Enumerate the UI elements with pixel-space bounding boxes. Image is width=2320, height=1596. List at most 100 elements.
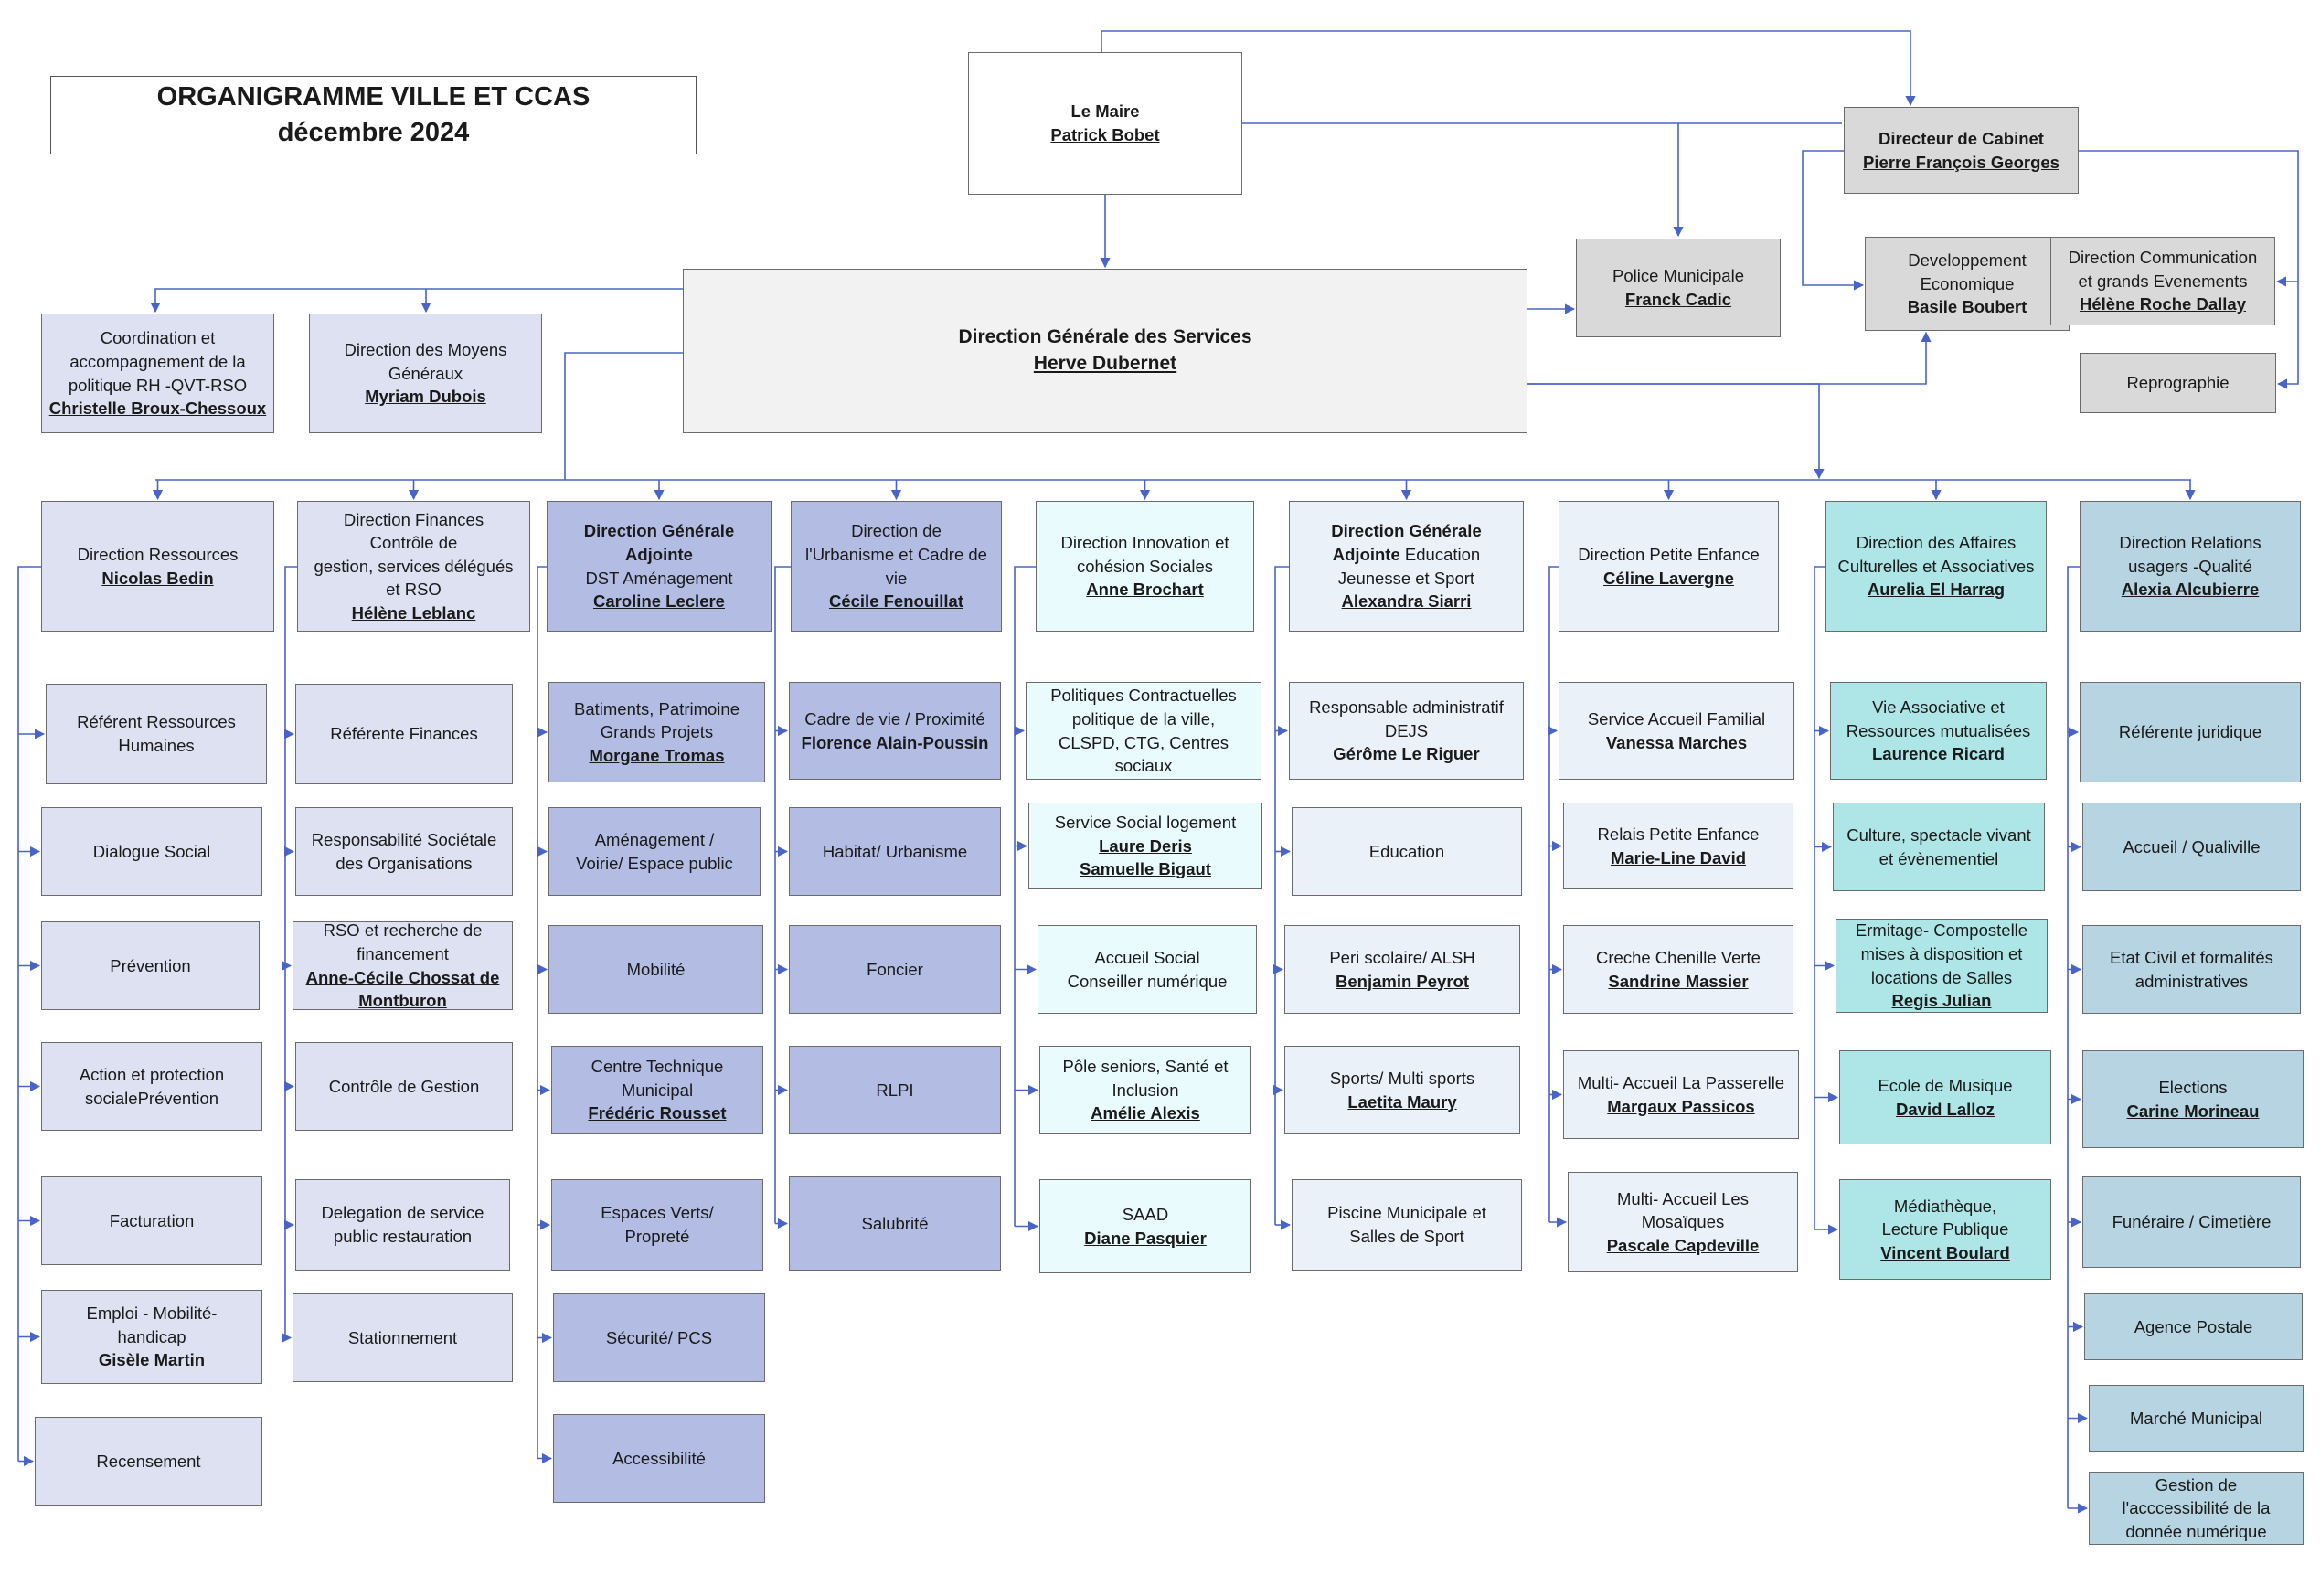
service-title: Multi- Accueil La Passerelle — [1577, 1072, 1785, 1092]
service-person-name: Amélie Alexis — [1091, 1103, 1200, 1123]
service-person-name: Florence Alain-Poussin — [801, 732, 989, 752]
connector-12 — [564, 352, 683, 480]
service-person-name: Regis Julian — [1891, 991, 1992, 1011]
direction-dst-title-bold: Direction Générale Adjointe — [583, 521, 735, 564]
service-person-name: Pascale Capdeville — [1606, 1235, 1760, 1255]
service-title: Batiments, Patrimoine Grands Projets — [574, 698, 740, 742]
direction-relations-usagers-title: Direction Relations usagers -Qualité — [2119, 533, 2261, 576]
service-urbanisme-4-box: RLPI — [789, 1046, 1001, 1134]
service-title: Responsabilité Sociétale des Organisatio… — [311, 829, 497, 873]
communication-name: Hélène Roche Dallay — [2080, 294, 2246, 314]
service-ressources-3-box: Prévention — [41, 921, 260, 1010]
service-education-3-box: Peri scolaire/ ALSH Benjamin Peyrot — [1284, 925, 1520, 1014]
connector-71 — [1814, 566, 1825, 1229]
service-culture-3-box: Ermitage- Compostelle mises à dispositio… — [1836, 919, 2048, 1013]
service-person-name: Benjamin Peyrot — [1336, 971, 1469, 991]
maire-box: Le Maire Patrick Bobet — [968, 52, 1242, 195]
service-relations-usagers-2-box: Accueil / Qualiville — [2082, 803, 2301, 891]
service-title: Contrôle de Gestion — [328, 1076, 480, 1096]
service-ressources-5-box: Facturation — [41, 1176, 262, 1265]
dgs-name: Herve Dubernet — [1033, 353, 1177, 374]
service-title: Accueil / Qualiville — [2123, 836, 2261, 857]
service-title: Espaces Verts/ Propreté — [601, 1203, 714, 1246]
service-culture-1-box: Vie Associative et Ressources mutualisée… — [1830, 682, 2047, 780]
service-title: RSO et recherche de financement — [323, 920, 483, 963]
service-finances-5-box: Delegation de service public restauratio… — [295, 1179, 510, 1271]
direction-education-title-bold: Direction Générale Adjointe — [1331, 521, 1482, 564]
cabinet-title: Directeur de Cabinet — [1878, 128, 2044, 148]
service-dst-7-box: Accessibilité — [553, 1414, 765, 1503]
service-title: Recensement — [96, 1451, 201, 1471]
direction-education-title-rest: Education Jeunesse et Sport — [1337, 544, 1481, 588]
direction-innovation-title: Direction Innovation et cohésion Sociale… — [1060, 533, 1229, 576]
maire-title: Le Maire — [1070, 101, 1140, 122]
chart-title-date: décembre 2024 — [277, 118, 470, 147]
dev-eco-title: Developpement Economique — [1908, 250, 2027, 293]
moyens-name: Myriam Dubois — [365, 387, 486, 407]
service-title: Accueil Social Conseiller numérique — [1067, 947, 1228, 991]
cabinet-name: Pierre François Georges — [1863, 152, 2059, 172]
direction-dst-name: Caroline Leclere — [593, 591, 725, 612]
service-finances-6-box: Stationnement — [293, 1293, 513, 1382]
service-ressources-1-box: Référent Ressources Humaines — [46, 684, 267, 784]
service-title: Salubrité — [861, 1213, 929, 1233]
service-person-name: Morgane Tromas — [589, 745, 725, 765]
service-title: Foncier — [867, 959, 923, 979]
service-person-name: Laure Deris Samuelle Bigaut — [1080, 835, 1211, 879]
connector-10 — [150, 288, 683, 314]
service-person-name: Diane Pasquier — [1084, 1228, 1207, 1248]
service-person-name: Vanessa Marches — [1605, 732, 1748, 752]
service-education-2-box: Education — [1292, 807, 1522, 896]
service-person-name: Frédéric Rousset — [588, 1103, 727, 1123]
service-ressources-7-box: Recensement — [35, 1417, 262, 1506]
service-dst-6-box: Sécurité/ PCS — [553, 1293, 765, 1382]
service-title: Creche Chenille Verte — [1596, 947, 1761, 967]
service-relations-usagers-3-box: Etat Civil et formalités administratives — [2082, 925, 2301, 1014]
service-title: Peri scolaire/ ALSH — [1329, 947, 1475, 967]
direction-innovation-box: Direction Innovation et cohésion Sociale… — [1036, 501, 1254, 632]
service-title: Accessibilité — [612, 1448, 706, 1468]
service-ressources-4-box: Action et protection socialePrévention — [41, 1042, 262, 1131]
service-relations-usagers-6-box: Agence Postale — [2084, 1293, 2303, 1360]
service-title: Centre Technique Municipal — [591, 1057, 724, 1100]
coordination-title: Coordination et accompagnement de la pol… — [68, 328, 248, 395]
dev-eco-name: Basile Boubert — [1907, 297, 2027, 317]
service-title: Piscine Municipale et Salles de Sport — [1327, 1203, 1486, 1246]
service-title: Delegation de service public restauratio… — [321, 1203, 484, 1246]
reprographie-title: Reprographie — [2126, 373, 2230, 393]
communication-box: Direction Communication et grands Evenem… — [2050, 237, 2275, 325]
connector-24 — [17, 566, 41, 1462]
service-innovation-3-box: Accueil Social Conseiller numérique — [1038, 925, 1257, 1014]
service-title: Service Accueil Familial — [1587, 708, 1766, 729]
service-finances-2-box: Responsabilité Sociétale des Organisatio… — [295, 807, 513, 896]
coordination-name: Christelle Broux-Chessoux — [48, 399, 267, 419]
service-relations-usagers-1-box: Référente juridique — [2080, 682, 2301, 782]
service-title: Agence Postale — [2134, 1316, 2253, 1336]
service-relations-usagers-8-box: Gestion de l'acccessibilité de la donnée… — [2089, 1472, 2304, 1545]
service-person-name: Marie-Line David — [1610, 847, 1747, 867]
direction-urbanisme-name: Cécile Fenouillat — [828, 591, 963, 612]
maire-name: Patrick Bobet — [1050, 125, 1160, 144]
service-title: Vie Associative et Ressources mutualisée… — [1846, 697, 2031, 740]
service-dst-2-box: Aménagement / Voirie/ Espace public — [548, 807, 761, 896]
service-title: Dialogue Social — [92, 841, 211, 861]
direction-ressources-title: Direction Ressources — [77, 544, 239, 564]
service-urbanisme-3-box: Foncier — [789, 925, 1001, 1014]
service-title: Politiques Contractuelles politique de l… — [1050, 686, 1237, 776]
direction-relations-usagers-name: Alexia Alcubierre — [2121, 580, 2260, 600]
service-title: Etat Civil et formalités administratives — [2110, 947, 2273, 991]
direction-education-name: Alexandra Siarri — [1341, 591, 1472, 612]
